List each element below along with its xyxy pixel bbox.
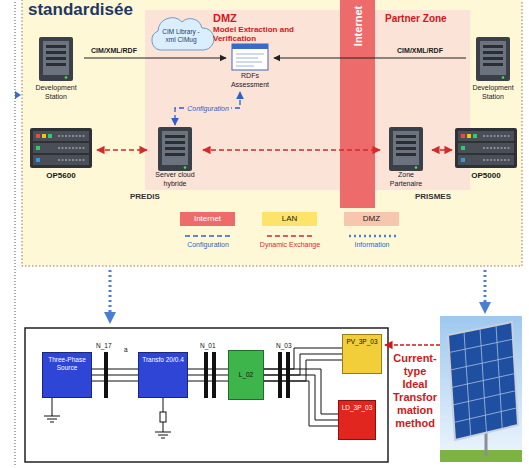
cim-library-cloud: CIM Library - xml CIMug — [156, 26, 206, 50]
three-phase-wire — [92, 369, 138, 381]
bus-name: N_01 — [200, 342, 216, 349]
development-station: Development Station — [466, 36, 520, 108]
connector — [432, 149, 452, 150]
bus-name: N_17 — [96, 342, 112, 349]
solar-panel — [448, 322, 518, 440]
simulink-frame — [25, 328, 388, 462]
connector — [203, 149, 380, 150]
resistor-symbol — [160, 412, 166, 422]
legend-line-sample — [349, 235, 396, 238]
legend-line-sample — [267, 235, 314, 236]
ground-symbol — [44, 398, 60, 422]
server-icon — [389, 127, 423, 171]
dmz-area — [145, 10, 340, 190]
solar-sky — [440, 316, 522, 462]
node-label: Server cloud hybride — [149, 171, 201, 188]
node-label: LD_3P_03 — [341, 404, 373, 412]
ground-symbol — [155, 398, 171, 438]
source-block: Three-Phase Source — [42, 352, 92, 398]
legend-swatch: LAN — [262, 212, 317, 226]
legend-entry: Configuration — [173, 240, 243, 249]
server-icon — [39, 37, 73, 81]
rdfs-assessment: RDFs Assessment — [226, 42, 274, 92]
node-label: DMZ — [213, 12, 338, 24]
partner-zone: Partner ZoneZone Partenaire — [375, 10, 470, 190]
simulator-box: OP5000 — [452, 125, 520, 193]
cloud-shape — [152, 18, 214, 50]
solar-grid — [449, 325, 517, 436]
simulator-rack — [455, 128, 517, 168]
information-arrow — [484, 270, 487, 308]
legend-label: LAN — [262, 212, 317, 226]
node-subtitle: Model Extraction and Verification — [213, 25, 305, 43]
window-icon — [232, 44, 268, 70]
three-phase-wire — [264, 348, 342, 381]
lan-panel — [22, 0, 522, 266]
connector — [274, 57, 466, 58]
connector — [97, 149, 147, 150]
legend-entry: Information — [337, 240, 407, 249]
edge-label: CIM/XML/RDF — [395, 47, 445, 54]
node-label: Internet — [352, 6, 364, 46]
dmz-zone: DMZModel Extraction and Verification CIM … — [145, 10, 340, 190]
load-block: LD_3P_03 — [338, 400, 376, 440]
simulator-box: OP5600 — [25, 125, 97, 193]
internet-area — [340, 0, 375, 208]
dotted-bracket — [15, 2, 16, 466]
node-label: Transfo 20/0.4 — [141, 356, 185, 364]
three-phase-wire — [188, 369, 228, 381]
legend-label: Configuration — [173, 240, 243, 249]
line-block: L_02 — [228, 350, 264, 400]
legend-label: DMZ — [344, 212, 399, 226]
node-label: L_02 — [231, 371, 261, 379]
server-icon — [476, 37, 510, 81]
information-arrow — [109, 270, 112, 318]
node-label: Development Station — [30, 84, 82, 101]
method-note: Current-type Ideal Transformation method — [391, 352, 439, 430]
node-label: CIM Library - xml CIMug — [158, 28, 204, 43]
connector — [84, 57, 226, 58]
legend-label: Dynamic Exchange — [255, 240, 325, 249]
connector — [175, 92, 240, 125]
bracket-tip — [15, 91, 21, 99]
legend-line-sample — [185, 235, 232, 236]
bus-name: N_03 — [276, 342, 292, 349]
pv-block: PV_3P_03 — [342, 334, 382, 374]
node-label: Partner Zone — [385, 13, 468, 24]
development-station: Development Station — [28, 36, 84, 108]
node-label: Three-Phase Source — [45, 356, 89, 371]
three-phase-wire — [264, 369, 338, 426]
solar-grass — [440, 450, 522, 462]
edge-label: CIM/XML/RDF — [89, 47, 139, 54]
solar-stand — [485, 432, 488, 456]
node-label: PV_3P_03 — [345, 338, 379, 346]
server-node: Zone Partenaire — [380, 125, 432, 193]
window-bar — [232, 44, 268, 49]
zone-name: PREDIS — [130, 192, 160, 201]
node-label: RDFs Assessment — [228, 72, 272, 89]
zone-name: PRISMES — [415, 192, 451, 201]
legend-label: Internet — [180, 212, 235, 226]
transformer-block: Transfo 20/0.4 — [138, 352, 188, 398]
node-label: OP5600 — [27, 171, 95, 180]
legend-entry: Dynamic Exchange — [255, 240, 325, 249]
server-node: Server cloud hybride — [147, 125, 203, 193]
leader-arrow — [385, 344, 440, 345]
simulator-rack — [30, 128, 92, 168]
edge-label: Configuration — [185, 105, 231, 112]
port-name: a — [124, 346, 128, 353]
diagram-title: standardisée — [28, 0, 133, 20]
legend-swatch: DMZ — [344, 212, 399, 226]
node-label: Development Station — [468, 84, 518, 101]
legend-label: Information — [337, 240, 407, 249]
node-label: Zone Partenaire — [382, 171, 430, 188]
legend-swatch: Internet — [180, 212, 235, 226]
internet-band: Internet — [340, 0, 375, 208]
node-label: OP5000 — [454, 171, 518, 180]
server-icon — [158, 127, 192, 171]
window-lines — [236, 54, 264, 66]
